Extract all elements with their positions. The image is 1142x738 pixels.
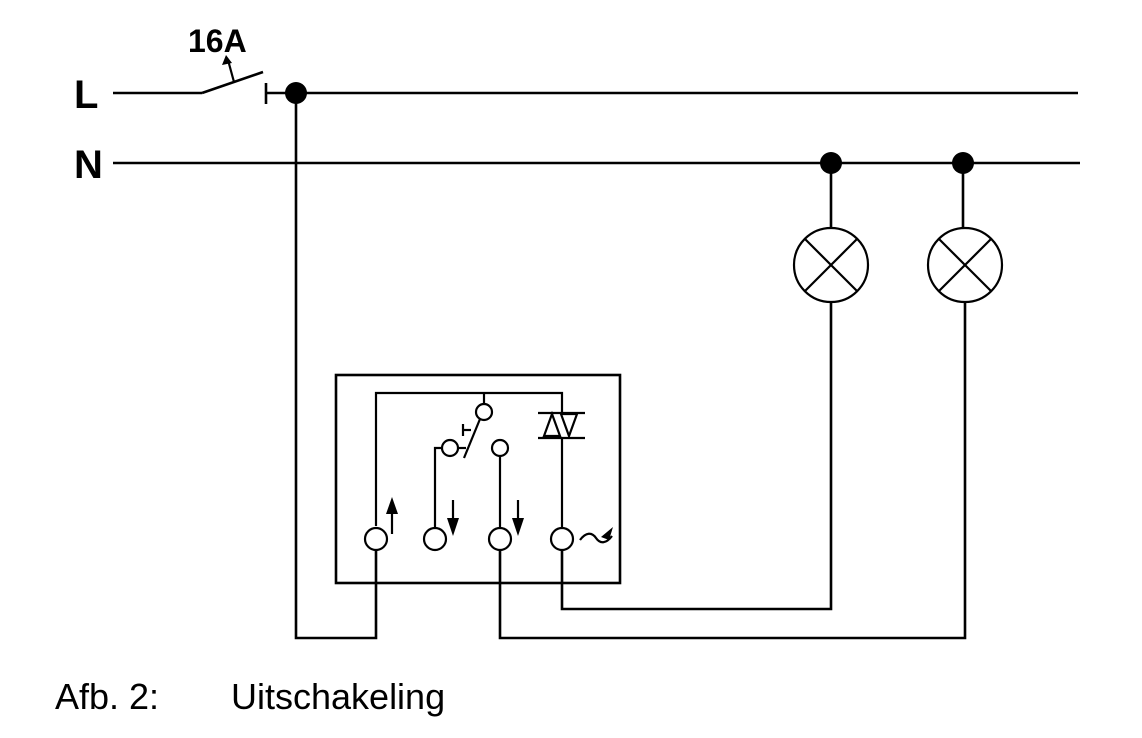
arrow-down-icon — [512, 500, 524, 536]
arrow-up-icon — [386, 497, 398, 534]
breaker-rating-label: 16A — [188, 23, 247, 59]
lamp-2-wire — [498, 302, 967, 640]
figure-caption: Afb. 2: Uitschakeling — [55, 676, 445, 718]
line-feed-wire — [294, 93, 378, 640]
figure-title: Uitschakeling — [231, 676, 446, 717]
arrow-down-icon — [447, 500, 459, 536]
switch-module — [334, 373, 622, 585]
triac-icon — [538, 410, 585, 528]
terminal-load — [549, 526, 575, 552]
push-button-contact-icon — [433, 402, 510, 528]
terminal-output-1 — [422, 526, 448, 552]
lamp-1-icon — [792, 163, 870, 304]
lamp-1-wire — [560, 302, 833, 611]
dimmer-symbol-icon — [579, 527, 613, 544]
terminal-input — [363, 526, 389, 552]
neutral-label: N — [74, 143, 103, 187]
breaker-icon — [113, 55, 296, 104]
terminal-output-2 — [487, 526, 513, 552]
figure-number: Afb. 2: — [55, 676, 160, 717]
lamp-2-icon — [926, 163, 1004, 304]
line-label: L — [74, 73, 98, 117]
